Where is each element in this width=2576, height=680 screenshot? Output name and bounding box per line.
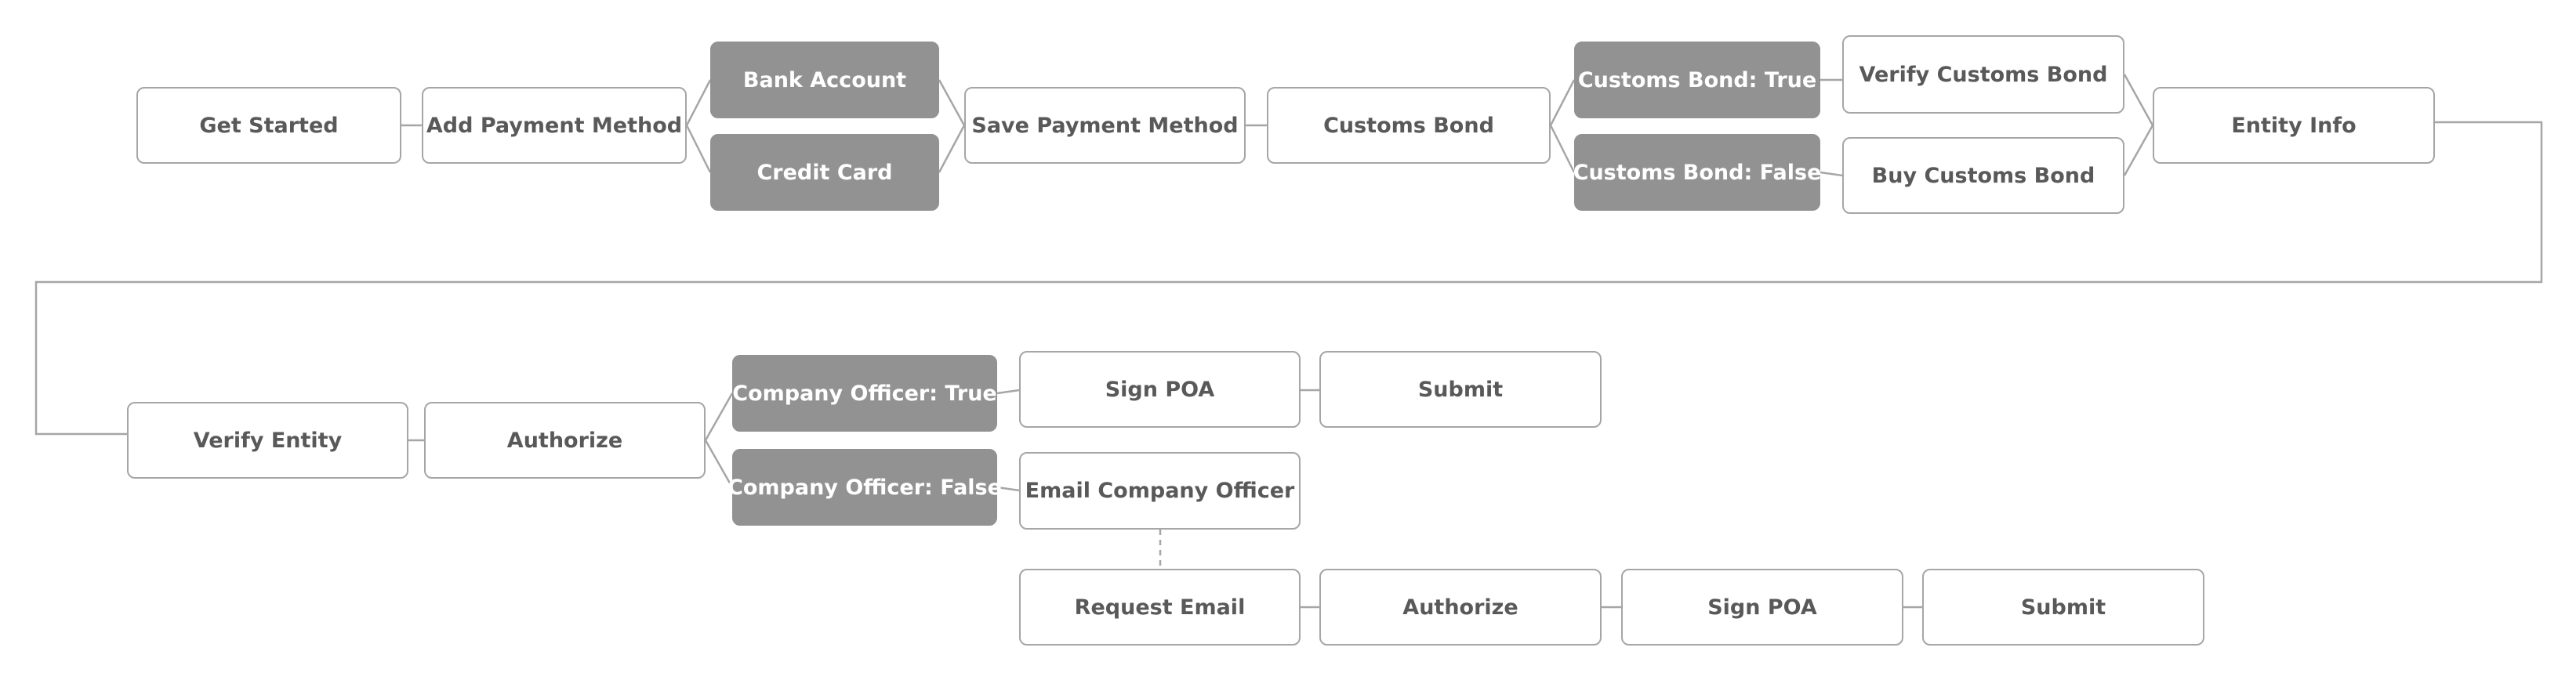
node-verify-customs-bond: Verify Customs Bond xyxy=(1842,35,2124,114)
connector xyxy=(34,121,2543,436)
connector xyxy=(1820,171,1843,177)
node-customs-bond-false: Customs Bond: False xyxy=(1573,134,1821,211)
node-add-payment-method: Add Payment Method xyxy=(422,87,687,164)
node-save-payment-method: Save Payment Method xyxy=(964,87,1246,164)
node-request-email: Request Email xyxy=(1019,569,1301,646)
node-entity-info: Entity Info xyxy=(2153,87,2435,164)
node-customs-bond-true: Customs Bond: True xyxy=(1574,42,1820,118)
node-sign-poa-2: Sign POA xyxy=(1621,569,1903,646)
connector xyxy=(996,389,1020,395)
node-authorize-2: Authorize xyxy=(1319,569,1602,646)
node-email-company-officer: Email Company Officer xyxy=(1019,452,1301,530)
connector xyxy=(1549,79,1576,173)
node-submit-2: Submit xyxy=(1922,569,2204,646)
node-company-officer-true: Company Officer: True xyxy=(732,355,997,432)
node-bank-account: Bank Account xyxy=(710,42,939,118)
node-get-started: Get Started xyxy=(136,87,401,164)
node-customs-bond: Customs Bond xyxy=(1267,87,1551,164)
connector xyxy=(704,392,734,488)
node-verify-entity: Verify Entity xyxy=(127,402,408,479)
node-company-officer-false: Company Officer: False xyxy=(727,449,1002,526)
node-sign-poa: Sign POA xyxy=(1019,351,1301,428)
node-authorize: Authorize xyxy=(424,402,706,479)
node-submit: Submit xyxy=(1319,351,1602,428)
connector xyxy=(996,486,1020,492)
connector xyxy=(938,79,966,173)
connector xyxy=(2123,74,2154,176)
connector xyxy=(685,79,712,173)
node-buy-customs-bond: Buy Customs Bond xyxy=(1842,137,2124,214)
node-credit-card: Credit Card xyxy=(710,134,939,211)
